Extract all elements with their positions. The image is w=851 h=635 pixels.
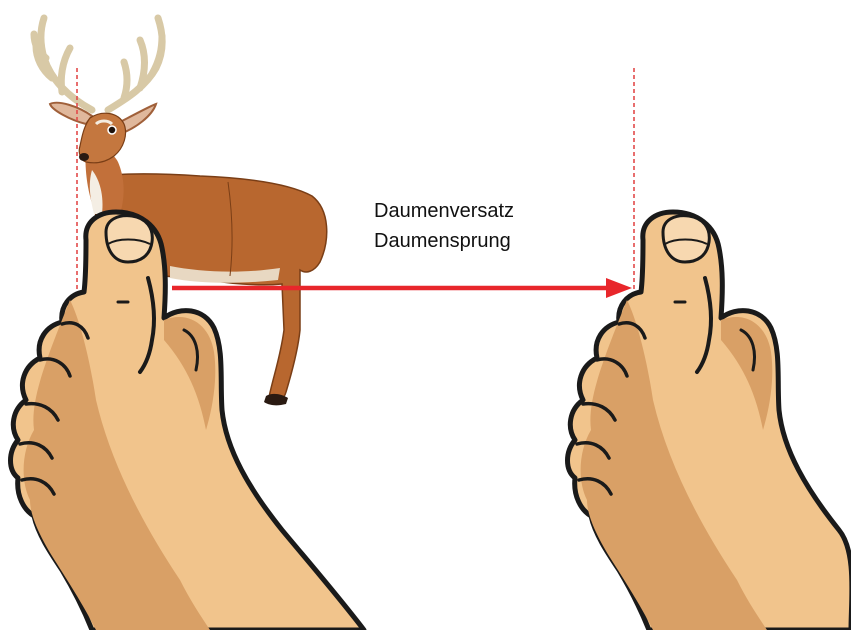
deer-eye	[108, 126, 116, 134]
deer-nose	[79, 153, 89, 161]
right-hand	[568, 212, 851, 630]
caption-line-2: Daumensprung	[374, 226, 514, 256]
caption: Daumenversatz Daumensprung	[374, 196, 514, 256]
deer-antlers	[34, 18, 162, 110]
caption-line-1: Daumenversatz	[374, 196, 514, 226]
